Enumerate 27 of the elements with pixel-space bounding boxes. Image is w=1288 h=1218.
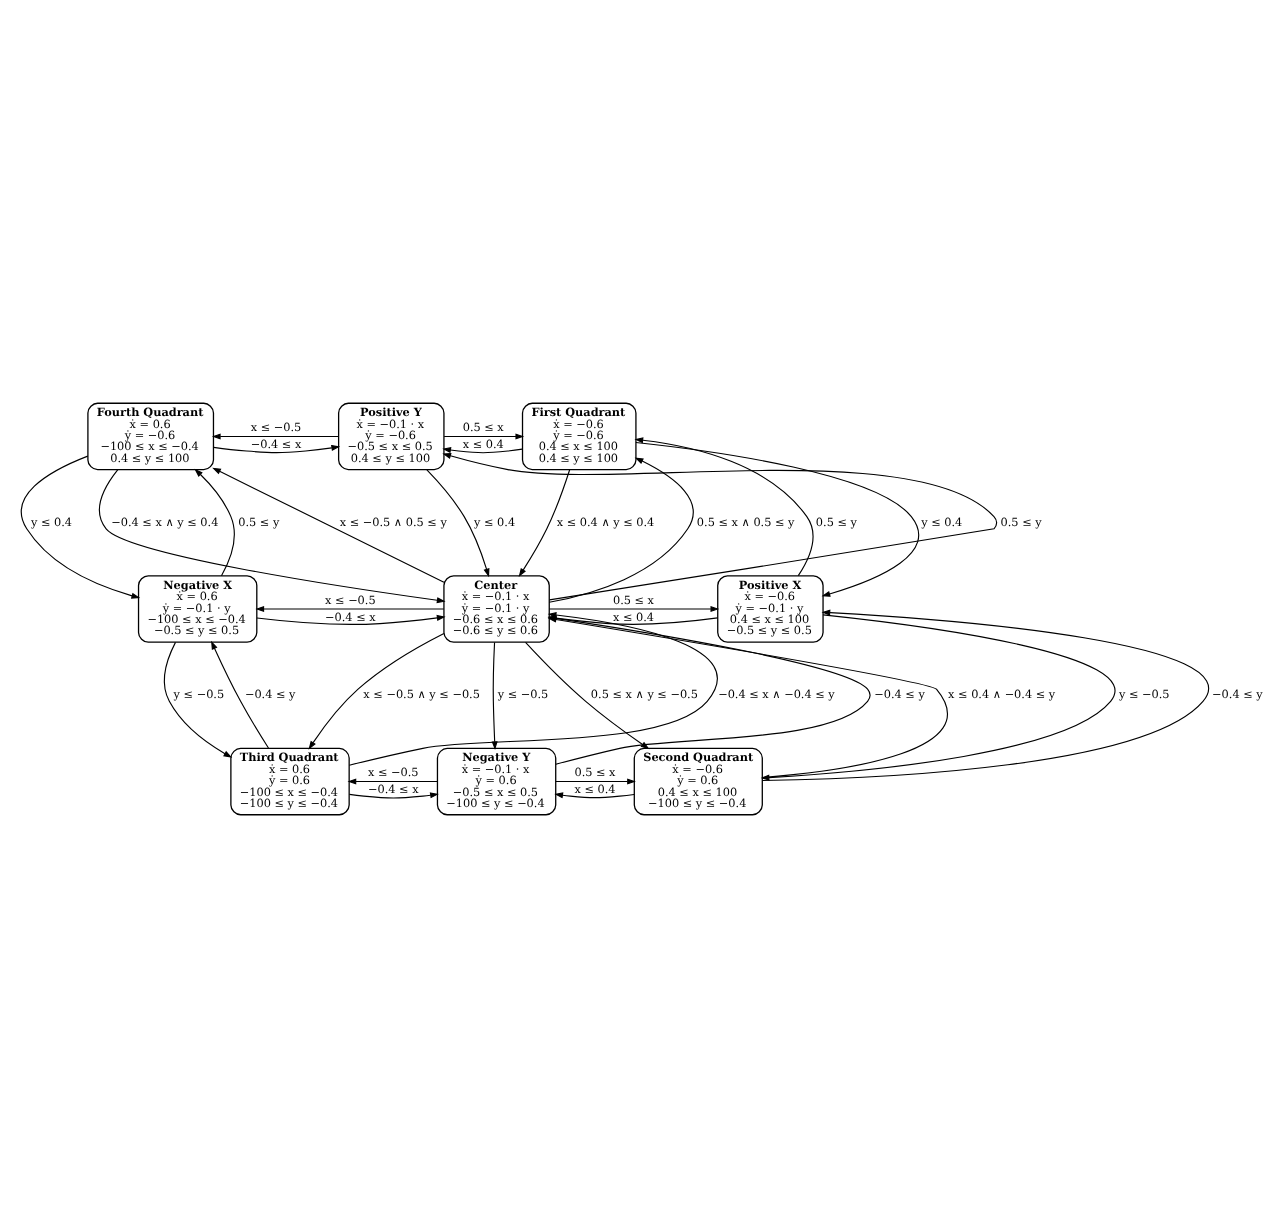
arrow (348, 792, 439, 799)
arrow (442, 447, 523, 454)
arrow (347, 778, 438, 785)
arrow (443, 433, 525, 440)
arrow (554, 792, 635, 799)
arrow (213, 444, 341, 454)
arrow (635, 441, 920, 597)
arrow (547, 615, 719, 625)
arrow (555, 778, 636, 785)
arrow (255, 605, 445, 613)
arrow (194, 468, 235, 577)
arrow (211, 433, 340, 440)
arrow (211, 640, 270, 749)
arrow (98, 469, 446, 604)
arrow (548, 457, 694, 603)
arrow (634, 437, 814, 577)
arrow (20, 455, 141, 599)
arrow (442, 453, 998, 601)
arrow (547, 615, 871, 765)
arrow (163, 641, 233, 758)
arrow (348, 612, 718, 766)
arrow (518, 469, 571, 577)
arrow (548, 605, 720, 613)
arrow (308, 632, 445, 750)
arrow (426, 469, 490, 578)
arrow (256, 614, 446, 625)
arrow (212, 467, 445, 583)
